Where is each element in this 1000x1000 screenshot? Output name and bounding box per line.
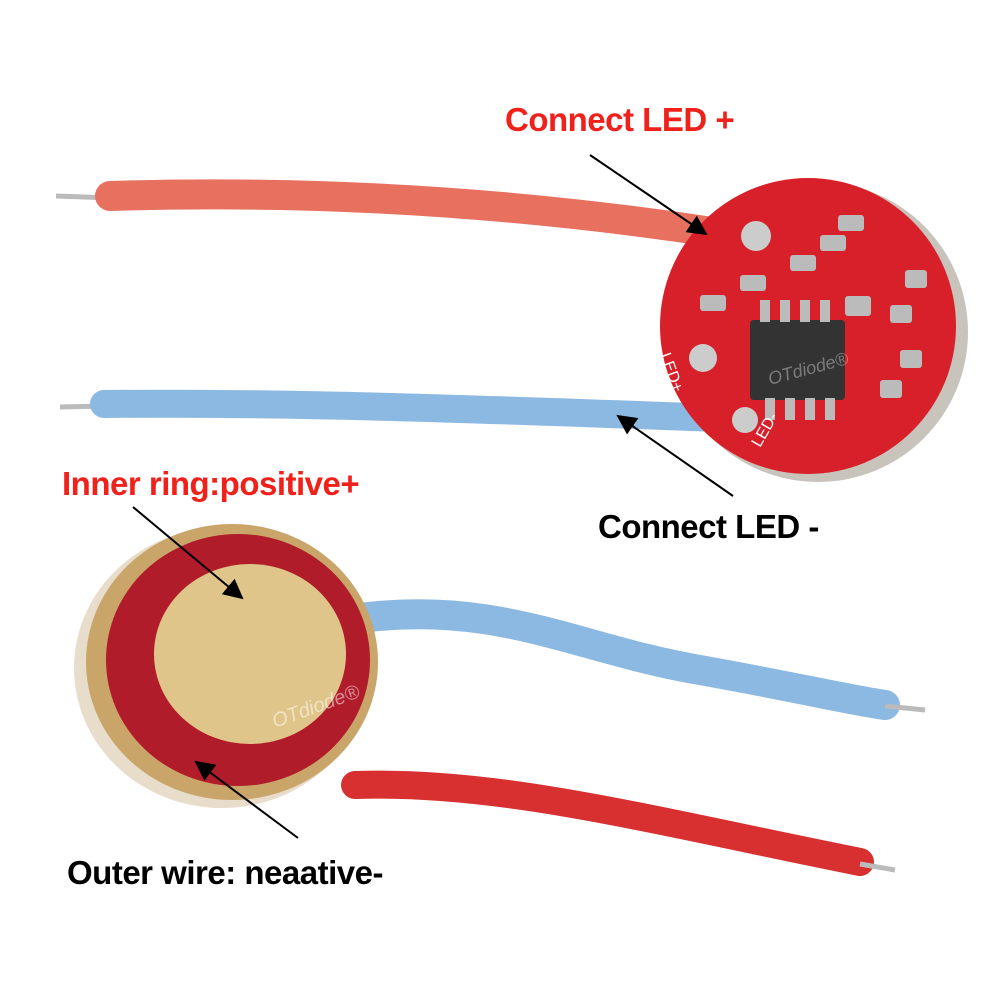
top-driver-board: 5117-06 LED+ LED- OTdiode® <box>656 157 968 482</box>
arrow-outer-wire <box>194 760 299 839</box>
top-red-wire <box>55 179 727 247</box>
label-inner-ring: Inner ring:positive+ <box>62 465 360 502</box>
inner-ring-pad <box>154 564 346 744</box>
bottom-blue-wire <box>345 599 926 720</box>
arrow-led-minus <box>616 414 734 497</box>
arrow-inner-ring <box>132 506 244 600</box>
label-connect-led-minus: Connect LED - <box>598 508 819 545</box>
bottom-driver-board: OTdiode® <box>74 524 378 808</box>
top-blue-wire <box>59 389 734 432</box>
label-outer-wire: Outer wire: neaative- <box>67 854 383 891</box>
ic-chip <box>750 320 845 400</box>
arrow-led-plus <box>589 154 708 236</box>
label-connect-led-plus: Connect LED + <box>505 101 735 138</box>
bottom-red-wire <box>341 770 896 876</box>
